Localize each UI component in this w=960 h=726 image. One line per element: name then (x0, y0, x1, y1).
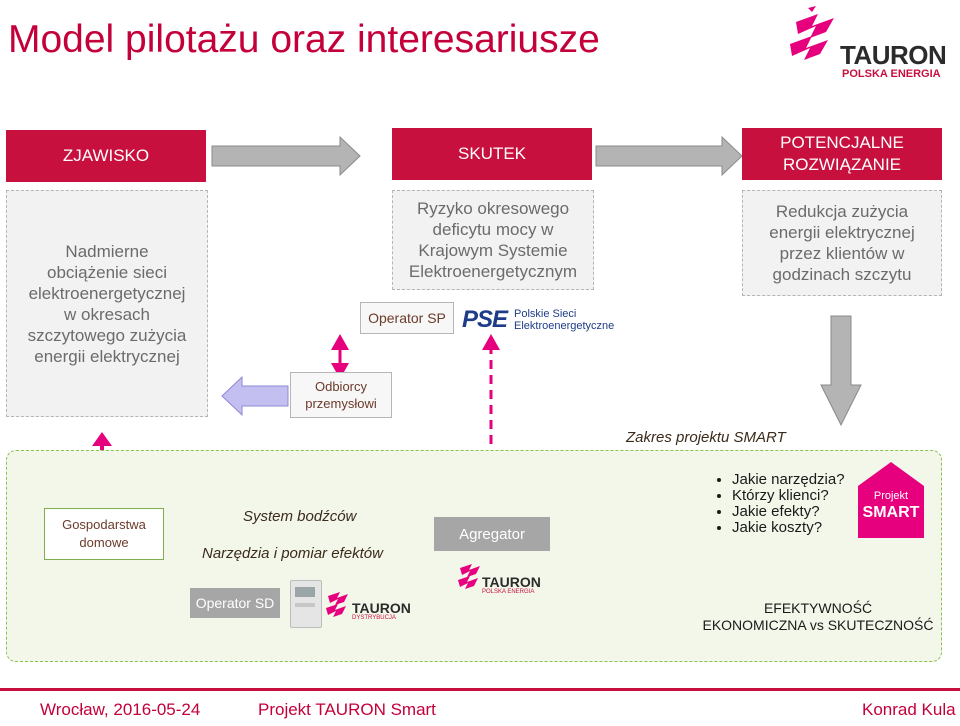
gospodarstwa-line: domowe (79, 535, 129, 550)
arrow-zjawisko-to-skutek (211, 135, 361, 177)
footer-divider (0, 688, 960, 691)
gospodarstwa-box: Gospodarstwa domowe (44, 508, 164, 560)
skutek-line: deficytu mocy w (432, 220, 554, 239)
skutek-line: Ryzyko okresowego (416, 199, 570, 218)
rozwiazanie-line: energii elektrycznej (769, 223, 915, 242)
smart-badge-line1: Projekt (873, 490, 909, 502)
tauron-dystr-sub: DYSTRYBUCJA (352, 615, 396, 621)
tauron-small-logo: TAURON POLSKA ENERGIA (456, 560, 546, 596)
question-item: Którzy klienci? (732, 488, 862, 504)
odbiorcy-line: Odbiorcy (314, 379, 368, 394)
system-bodzcow-label: System bodźców (243, 508, 357, 525)
tauron-dystr-brand: TAURON (352, 600, 411, 616)
smart-badge: Projekt SMART (858, 462, 924, 538)
tauron-dystrybucja-icon (326, 592, 348, 617)
tauron-logo-sub: POLSKA ENERGIA (842, 68, 941, 80)
zjawisko-line: w okresach (64, 304, 150, 324)
tauron-logo: TAURON POLSKA ENERGIA (782, 4, 952, 80)
smart-badge-line2: SMART (862, 504, 920, 521)
header-rozwiazanie: ROZWIĄZANIE (782, 155, 902, 174)
header-potencjalne: POTENCJALNE (780, 133, 904, 152)
pse-logo-mark: PSE (462, 306, 508, 333)
efektywnosc-line: EKONOMICZNA vs SKUTECZNOŚĆ (702, 617, 934, 633)
box-zjawisko: Nadmierne obciążenie sieci elektroenerge… (6, 190, 208, 417)
header-potencjalne-rozwiazanie: POTENCJALNE ROZWIĄZANIE (742, 128, 942, 180)
rozwiazanie-line: godzinach szczytu (772, 265, 912, 284)
zjawisko-line: szczytowego zużycia (27, 325, 187, 345)
arrow-odbiorcy-left (221, 375, 289, 417)
energy-meter-icon (290, 580, 322, 628)
smart-house-icon (858, 462, 924, 538)
zjawisko-line: elektroenergetycznej (28, 283, 186, 303)
question-item: Jakie koszty? (732, 520, 862, 536)
pse-logo-line1: Polskie Sieci (514, 308, 577, 320)
skutek-line: Krajowym Systemie (418, 241, 568, 260)
rozwiazanie-line: przez klientów w (779, 244, 905, 263)
tauron-logo-icon (790, 6, 834, 60)
tauron-small-icon (458, 564, 480, 589)
odbiorcy-line: przemysłowi (305, 396, 377, 411)
efektywnosc-text: EFEKTYWNOŚĆ EKONOMICZNA vs SKUTECZNOŚĆ (700, 600, 936, 634)
page-title: Model pilotażu oraz interesariusze (8, 18, 600, 61)
pse-logo-line2: Elektroenergetyczne (514, 320, 615, 332)
header-zjawisko: ZJAWISKO (6, 130, 206, 182)
box-rozwiazanie: Redukcja zużycia energii elektrycznej pr… (742, 190, 942, 296)
tauron-logo-brand: TAURON (840, 40, 947, 70)
operator-sp-box: Operator SP (360, 302, 454, 334)
arrow-rozwiazanie-down (820, 315, 862, 427)
pse-logo: PSE Polskie Sieci Elektroenergetyczne (462, 306, 615, 336)
operator-sd-box: Operator SD (190, 588, 280, 618)
tauron-dystrybucja-logo: TAURON DYSTRYBUCJA (324, 588, 411, 624)
zjawisko-line: Nadmierne (65, 241, 149, 261)
footer-right: Konrad Kula (862, 700, 956, 719)
gospodarstwa-line: Gospodarstwa (62, 517, 146, 532)
narzedzia-label: Narzędzia i pomiar efektów (202, 545, 383, 562)
questions-list: Jakie narzędzia? Którzy klienci? Jakie e… (712, 472, 862, 536)
question-item: Jakie narzędzia? (732, 472, 862, 488)
agregator-box: Agregator (434, 517, 550, 551)
question-item: Jakie efekty? (732, 504, 862, 520)
box-skutek: Ryzyko okresowego deficytu mocy w Krajow… (392, 190, 594, 290)
tauron-small-brand: TAURON (482, 574, 541, 590)
footer-center: Projekt TAURON Smart (258, 700, 436, 719)
rozwiazanie-line: Redukcja zużycia (775, 202, 909, 221)
zjawisko-line: obciążenie sieci (46, 262, 167, 282)
header-skutek: SKUTEK (392, 128, 592, 180)
zakres-label: Zakres projektu SMART (626, 429, 786, 446)
footer-left: Wrocław, 2016-05-24 (40, 700, 201, 719)
tauron-small-sub: POLSKA ENERGIA (482, 589, 535, 595)
efektywnosc-line: EFEKTYWNOŚĆ (763, 600, 873, 616)
zjawisko-line: energii elektrycznej (34, 346, 180, 366)
arrow-skutek-to-rozwiazanie (595, 135, 743, 177)
odbiorcy-box: Odbiorcy przemysłowi (290, 372, 392, 418)
skutek-line: Elektroenergetycznym (408, 262, 578, 281)
